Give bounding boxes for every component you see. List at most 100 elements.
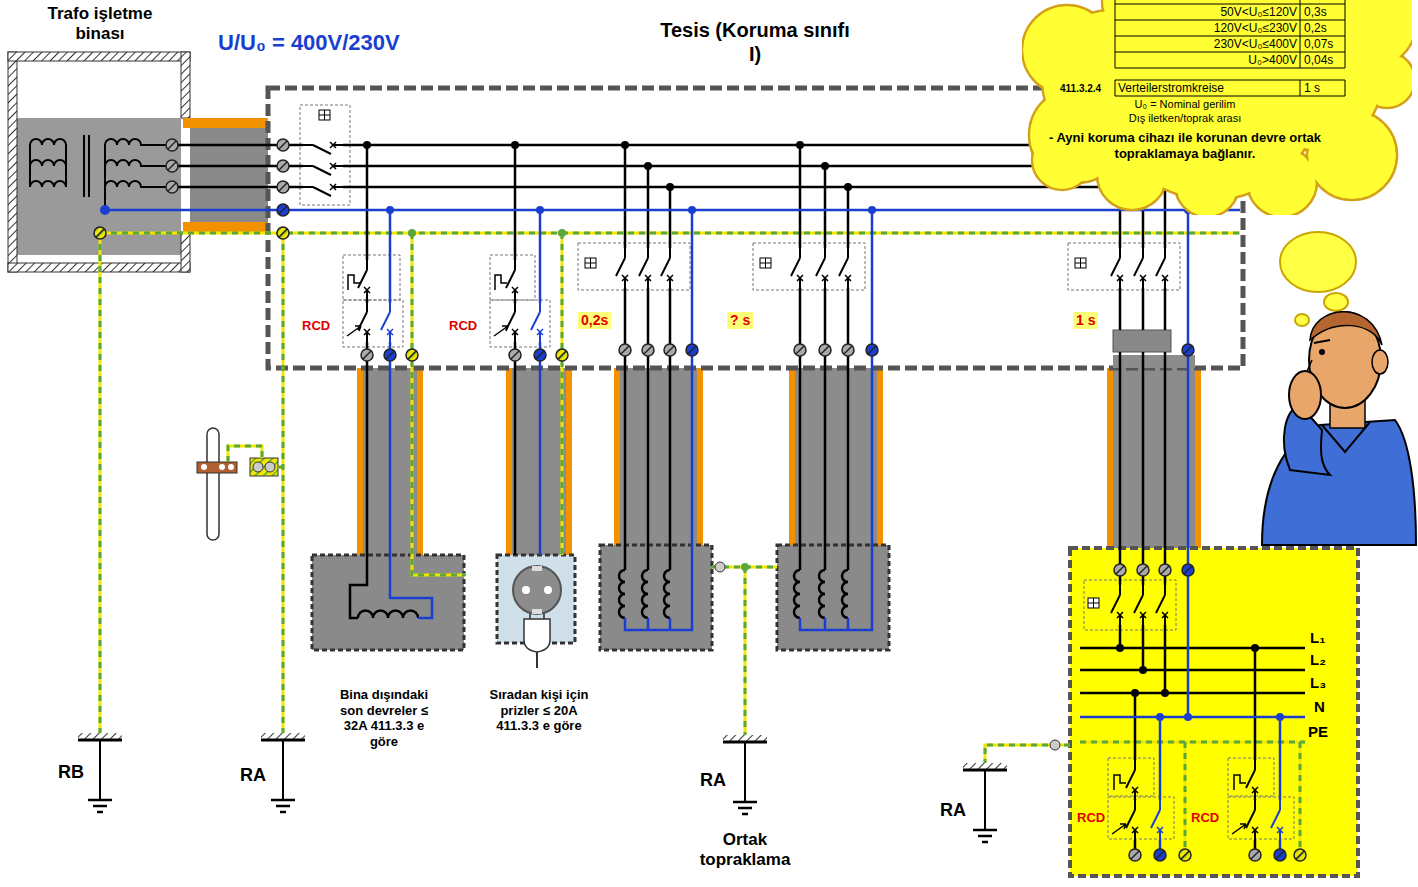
phase-conductors-part — [514, 145, 517, 349]
rcd-label: RCD — [302, 318, 330, 334]
water-pipe-part — [201, 464, 207, 470]
installation-housing-part — [300, 105, 350, 205]
trafo-building-part-part — [105, 160, 166, 166]
switch-symbols-part — [381, 302, 393, 342]
terminals-part — [511, 141, 519, 149]
switch-symbols-part — [531, 302, 543, 342]
load-boxes-part — [522, 586, 530, 594]
installation-housing-part-part — [495, 275, 507, 290]
cloud-outline-part — [1115, 4, 1345, 5]
phase-conductors-part — [172, 145, 283, 187]
switch-symbols-part — [303, 184, 343, 196]
trafo-building-part-part — [30, 139, 66, 145]
earth-electrodes-part — [261, 733, 305, 812]
terminals-part — [536, 206, 544, 214]
switch-symbols-part — [358, 260, 370, 300]
trafo-building — [8, 52, 190, 272]
sub-distribution-board-part — [1108, 797, 1174, 839]
thinking-man-part — [1314, 340, 1330, 343]
phase-conductors-part — [1120, 352, 1165, 564]
trafo-building-part — [8, 52, 190, 61]
table-cell: U₀>400V — [1117, 53, 1297, 67]
switch-symbols-part — [1134, 248, 1146, 288]
protective-earth-conductor — [100, 233, 1305, 849]
phase-conductors-part — [1080, 648, 1305, 693]
installation-housing-part — [490, 255, 535, 300]
node-text: Tesis (Koruma sınıfı I) — [655, 18, 855, 66]
protective-earth-conductor-part — [100, 233, 1305, 849]
node-text: U₀ = Nominal gerilim — [1035, 98, 1335, 111]
cable-sheath-part — [566, 361, 572, 555]
cloud-outline-part — [1115, 68, 1345, 69]
terminals-part — [1159, 564, 1171, 576]
neutral-conductors-part — [692, 210, 1188, 344]
load-boxes-part — [513, 566, 561, 614]
cable-sheath-part — [417, 361, 423, 555]
terminals-part — [277, 181, 289, 193]
installation-housing-part — [343, 255, 400, 300]
thinking-man — [1262, 232, 1416, 545]
trafo-building-part-part — [30, 160, 66, 166]
sub-distribution-board-part — [1088, 598, 1099, 608]
cable-sheath-part — [1195, 368, 1201, 548]
terminals-part — [686, 344, 698, 356]
trafo-building-part-part — [30, 145, 66, 187]
sub-distribution-board-part-part — [1114, 775, 1126, 790]
switch-symbols-part — [358, 302, 370, 342]
table-cell: 120V<U₀≤230V — [1117, 21, 1297, 35]
switch-symbols-part — [506, 260, 518, 300]
switch-symbols-part — [1111, 248, 1123, 288]
cable-sheath-part — [506, 361, 512, 555]
terminals-part — [821, 162, 829, 170]
table-cell: 0,2s — [1304, 21, 1327, 35]
terminals-part — [1156, 713, 1164, 721]
terminals-part — [794, 344, 806, 356]
sub-distribution-board-part-part — [1232, 824, 1246, 834]
terminals-part — [1276, 713, 1284, 721]
installation-housing-part — [343, 300, 403, 347]
water-pipe-part — [197, 462, 237, 473]
water-pipe-part — [250, 458, 278, 476]
table-cell: 0,07s — [1304, 37, 1333, 51]
thinking-man-part — [1322, 422, 1370, 452]
terminals-part — [715, 562, 725, 572]
terminals-part — [556, 349, 568, 361]
node-text: L₁ — [1310, 629, 1325, 647]
node-text: L₃ — [1310, 674, 1326, 692]
phase-conductors-part — [514, 361, 517, 555]
neutral-conductors-part — [800, 356, 872, 630]
neutral-conductors — [105, 210, 1305, 849]
terminals-part — [558, 229, 566, 237]
switch-symbols-part — [1246, 800, 1258, 840]
trafo-building-part-part — [105, 181, 166, 187]
terminals-part — [277, 139, 289, 151]
switch-symbols-part — [816, 248, 828, 288]
water-pipe-part — [265, 462, 275, 472]
load-boxes-part — [530, 612, 544, 619]
switch-symbols-part — [1151, 800, 1163, 840]
installation-housing-part — [1068, 243, 1180, 290]
terminals-part — [361, 349, 373, 361]
switch-symbols-part — [1126, 760, 1138, 800]
terminals-part — [1129, 849, 1141, 861]
node-text: - Ayni koruma cihazı ile korunan devre o… — [1035, 130, 1335, 161]
terminals-part — [363, 141, 371, 149]
earth-resistance: RA — [700, 770, 726, 792]
terminals-part — [100, 205, 110, 215]
installation-housing-part — [319, 110, 330, 120]
table-cell: 230V<U₀≤400V — [1117, 37, 1297, 51]
terminals-part — [1114, 564, 1126, 576]
switch-symbols-part — [1246, 760, 1258, 800]
water-pipe-part — [219, 464, 225, 470]
phase-conductors — [172, 145, 1305, 849]
terminals-part — [384, 349, 396, 361]
sub-distribution-board-part-part — [1112, 824, 1126, 834]
earth-electrodes — [78, 733, 1007, 842]
cloud-outline-part — [1300, 0, 1301, 68]
thinking-man-part — [1295, 314, 1309, 326]
installation-housing-part — [490, 300, 550, 347]
table-cell: 50V<U₀≤120V — [1117, 5, 1297, 19]
installation-housing-part — [347, 275, 508, 336]
trip-time: 1 s — [1073, 312, 1098, 329]
terminals-part — [621, 141, 629, 149]
